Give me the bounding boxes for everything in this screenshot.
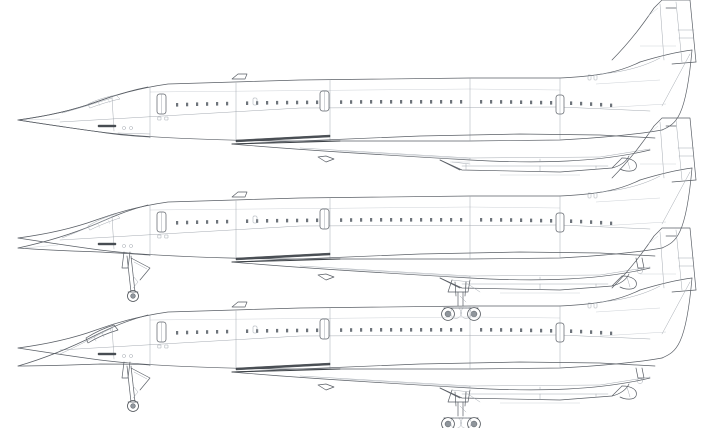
tail-bumper-wheel (635, 257, 645, 274)
nose-visor-raised (17, 86, 151, 138)
nose-landing-gear (121, 361, 151, 412)
main-landing-gear (441, 389, 481, 428)
nose-drooped-12-deg (17, 314, 151, 367)
aircraft-variant-cruise[interactable] (17, 0, 697, 176)
fuselage-wing-tail-outline (17, 227, 697, 404)
tail-bumper-wheel (635, 367, 645, 384)
fuselage-wing-tail-outline (17, 117, 697, 294)
nose-landing-gear (121, 251, 151, 302)
fuselage-wing-tail-outline (17, 0, 697, 176)
main-landing-gear (441, 279, 481, 321)
aircraft-variant-landing[interactable] (17, 227, 697, 428)
aircraft-variant-takeoff[interactable] (17, 117, 697, 321)
